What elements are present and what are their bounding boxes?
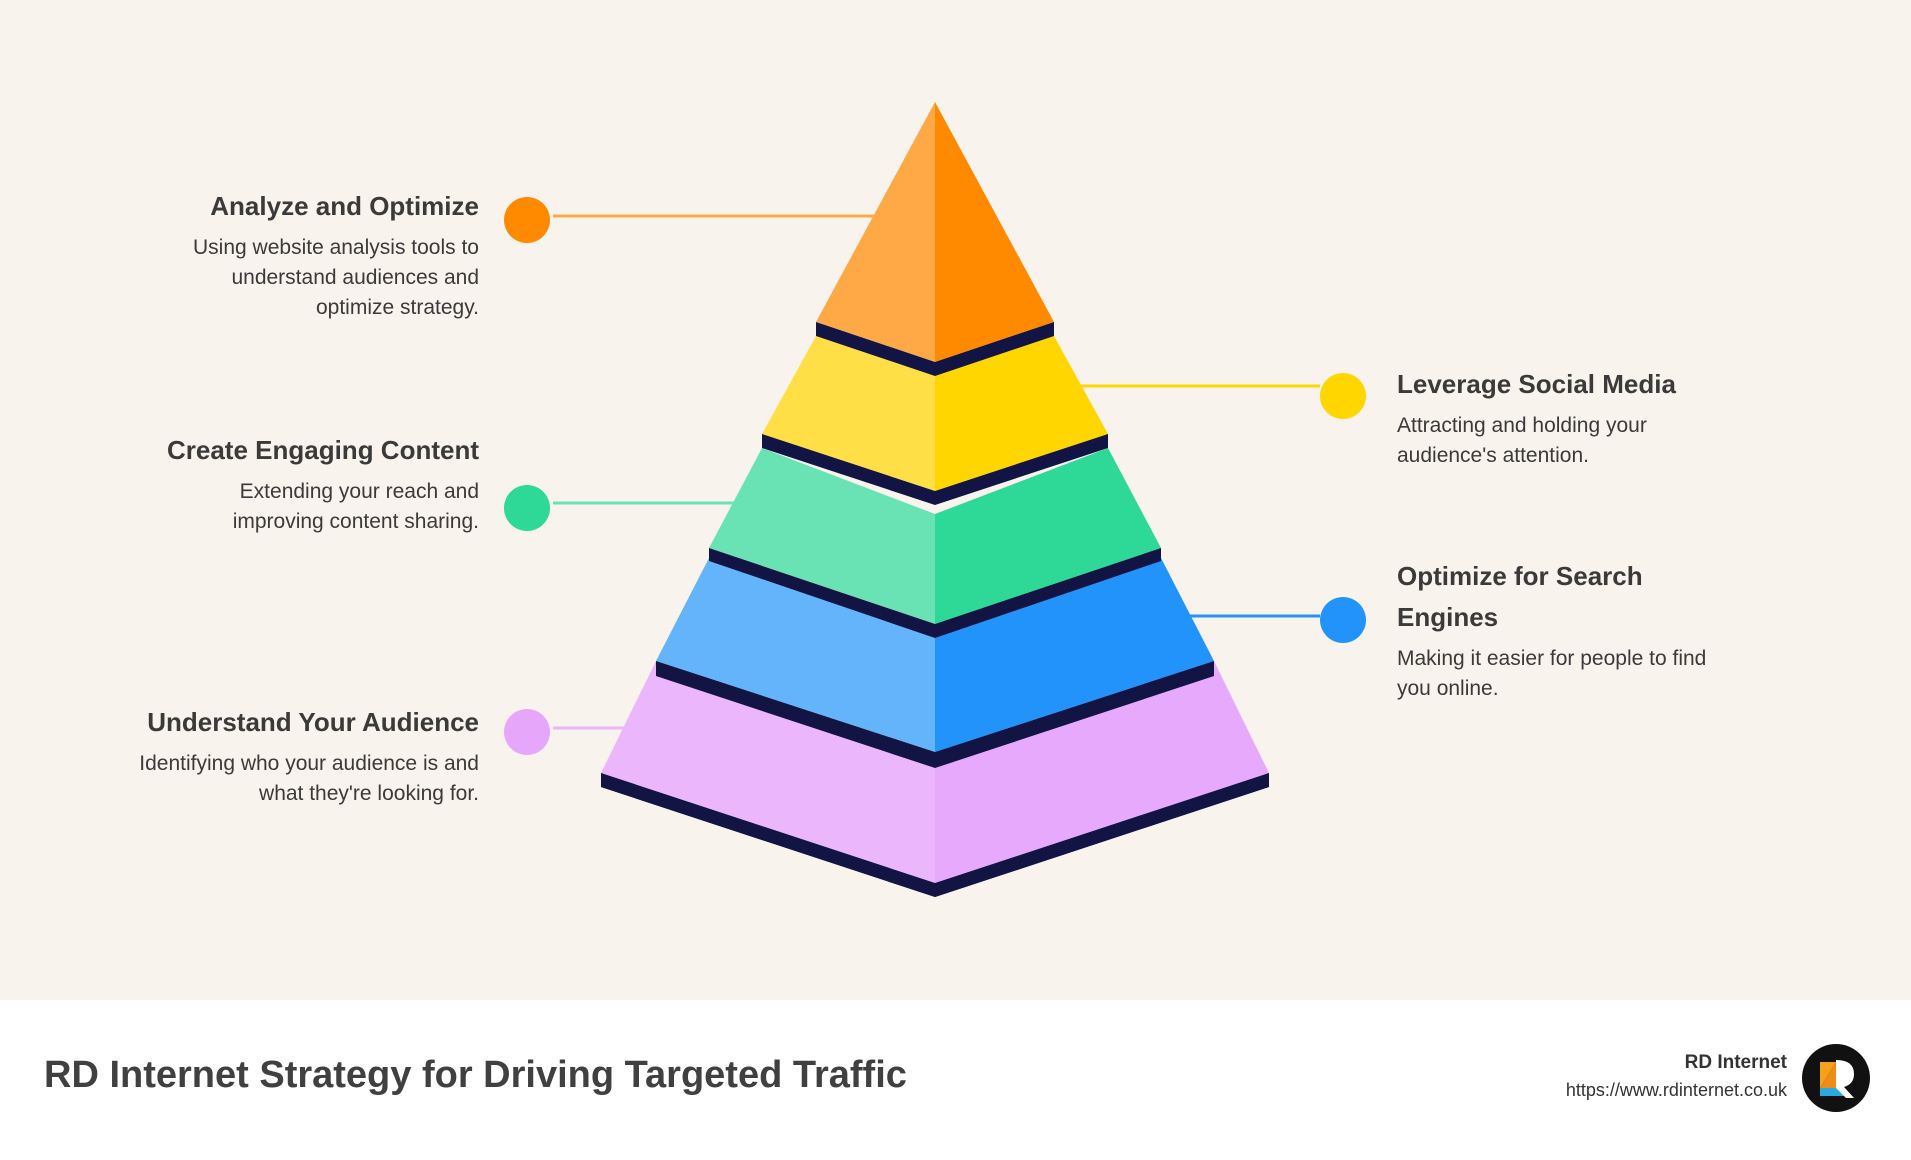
label-create-content: Create Engaging Content Extending your r… — [150, 430, 479, 537]
label-description: Extending your reach and improving conte… — [232, 480, 479, 533]
pyramid-tier-search-engines — [656, 558, 1214, 768]
marker-dot-content — [504, 485, 550, 531]
marker-dot-analyze — [504, 197, 550, 243]
pyramid-tier-engaging-content — [709, 448, 1161, 638]
label-description: Making it easier for people to find you … — [1397, 647, 1707, 700]
pyramid-tier-understand-audience — [601, 661, 1269, 897]
pyramid-diagram — [504, 102, 1366, 897]
marker-dot-search — [1320, 597, 1366, 643]
label-title: Understand Your Audience — [147, 707, 479, 737]
footer-bar: RD Internet Strategy for Driving Targete… — [0, 1000, 1911, 1160]
label-analyze-optimize: Analyze and Optimize Using website analy… — [150, 186, 479, 323]
label-title: Create Engaging Content — [166, 435, 479, 465]
pyramid-tier-social-media — [762, 336, 1108, 505]
label-description: Using website analysis tools to understa… — [193, 236, 479, 319]
marker-dot-audience — [504, 709, 550, 755]
marker-dot-social — [1320, 373, 1366, 419]
label-understand-audience: Understand Your Audience Identifying who… — [130, 702, 479, 809]
label-description: Identifying who your audience is and wha… — [139, 752, 479, 805]
footer-title: RD Internet Strategy for Driving Targete… — [44, 1054, 907, 1096]
label-title: Analyze and Optimize — [210, 191, 479, 221]
label-title: Leverage Social Media — [1397, 369, 1676, 399]
brand-url[interactable]: https://www.rdinternet.co.uk — [1565, 1080, 1787, 1100]
pyramid-tier-analyze-optimize — [816, 102, 1054, 376]
brand-name: RD Internet — [1684, 1052, 1787, 1073]
label-search-engines: Optimize for Search Engines Making it ea… — [1397, 556, 1737, 704]
label-social-media: Leverage Social Media Attracting and hol… — [1397, 364, 1717, 471]
label-description: Attracting and holding your audience's a… — [1397, 414, 1647, 467]
label-title: Optimize for Search Engines — [1397, 561, 1643, 632]
rd-internet-logo-icon — [1802, 1044, 1870, 1112]
diagram-canvas: Analyze and Optimize Using website analy… — [0, 0, 1911, 1000]
